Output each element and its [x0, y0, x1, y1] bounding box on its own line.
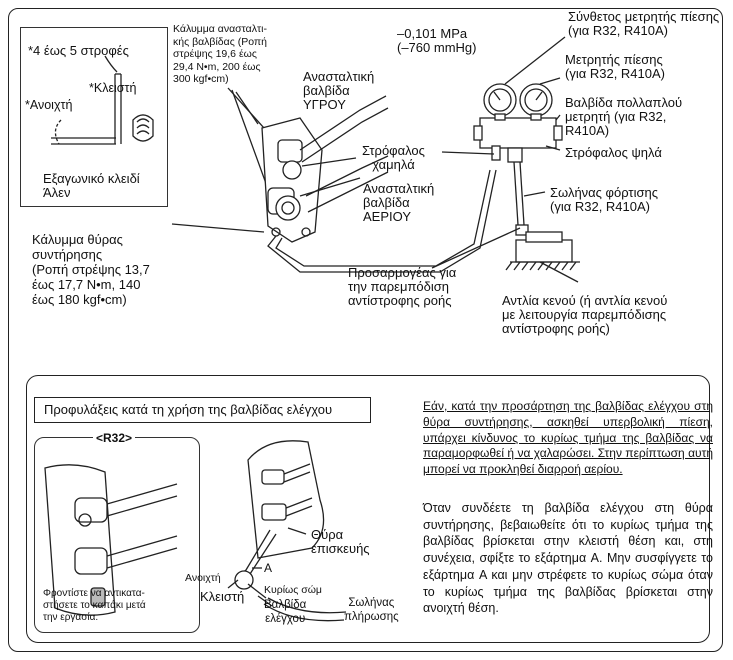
open-position-label: Ανοιχτή: [185, 572, 221, 584]
main-body-label: Κυρίως σώμ: [264, 584, 322, 596]
diagram-frame: [8, 8, 723, 652]
compound-gauge-label: Σύνθετος μετρητής πίεσης (για R32, R410A…: [568, 9, 720, 38]
charge-hose-label: Σωλήνας φόρτισης (για R32, R410A): [550, 185, 658, 214]
turns-label: *4 έως 5 στροφές: [28, 43, 129, 58]
stop-valve-cap-label: Κάλυμμα ανασταλτι- κής βαλβίδας (Ροπή στ…: [173, 23, 267, 85]
warning-text: Εάν, κατά την προσάρτηση της βαλβίδας ελ…: [423, 399, 713, 477]
precautions-panel: [26, 375, 710, 643]
allen-key-label: Εξαγωνικό κλειδί Άλεν: [43, 171, 140, 200]
closed-position-label: Κλειστή: [200, 589, 245, 604]
fitting-a-label: A: [264, 561, 273, 575]
allen-key-icon: [51, 55, 154, 145]
r32-inset: <R32> Φροντίστε να αντικατα- στήσετε το …: [34, 431, 200, 633]
liquid-valve-label: Ανασταλτική βαλβίδα ΥΓΡΟΥ: [303, 69, 375, 112]
vacuum-reading-label: –0,101 MPa (–760 mmHg): [397, 26, 477, 55]
vacuum-pump-label: Αντλία κενού (ή αντλία κενού με λειτουργ…: [502, 293, 668, 336]
backflow-adapter-label: Προσαρμογέας για την παρεμπόδιση αντίστρ…: [348, 265, 457, 308]
open-label: *Ανοιχτή: [25, 98, 73, 112]
pressure-gauge-label: Μετρητής πίεσης (για R32, R410A): [565, 52, 665, 81]
manifold-valve-label: Βαλβίδα πολλαπλού μετρητή (για R32, R410…: [565, 95, 683, 138]
replace-cap-note: Φροντίστε να αντικατα- στήσετε το καπάκι…: [43, 588, 146, 623]
allen-key-inset: *4 έως 5 στροφές *Κλειστή *Ανοιχτή Εξαγω…: [20, 27, 168, 207]
r32-tag: <R32>: [93, 431, 136, 445]
high-handle-label: Στρόφαλος ψηλά: [565, 145, 662, 160]
r32-valve-drawing: [44, 464, 178, 616]
gas-valve-label: Ανασταλτική βαλβίδα ΑΕΡΙΟΥ: [363, 181, 435, 224]
low-handle-label: Στρόφαλος χαμηλά: [362, 143, 425, 172]
service-port-label: Θύρα επισκευής: [311, 527, 370, 556]
charge-hose-small-label: Σωλήνας πλήρωσης: [344, 597, 399, 623]
precautions-title: Προφυλάξεις κατά τη χρήση της βαλβίδας ε…: [34, 397, 371, 423]
instruction-text: Όταν συνδέετε τη βαλβίδα ελέγχου στη θύρ…: [423, 501, 713, 616]
check-valve-label: Βαλβίδα ελέγχου: [264, 599, 307, 625]
service-port-cap-label: Κάλυμμα θύρας συντήρησης (Ροπή στρέψης 1…: [32, 232, 150, 307]
closed-label: *Κλειστή: [89, 81, 137, 95]
